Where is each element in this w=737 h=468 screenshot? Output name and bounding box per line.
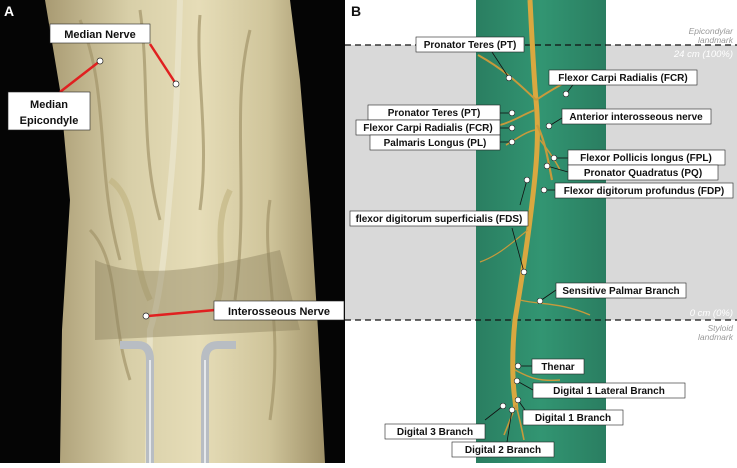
fdp-box: [554, 182, 734, 199]
scale-top-label: 24 cm (100%): [673, 49, 733, 60]
panel-b-map: B Epicondylar landmark 24 cm (100%) 0 cm…: [345, 0, 737, 463]
leader-lines: [484, 51, 576, 443]
epicondyle-label-line1: Median: [30, 99, 68, 111]
epicondylar-landmark-line1: Epicondylar: [689, 26, 735, 36]
spb-box: [555, 282, 687, 299]
epicondyle-label-line2: Epicondyle: [20, 115, 79, 127]
median-nerve-trunk: [510, 0, 540, 411]
fds-box: [349, 210, 529, 227]
thenar-label: Thenar: [541, 362, 574, 373]
pl-box: [369, 134, 501, 151]
panel-b-letter: B: [351, 3, 361, 19]
pt-label: Pronator Teres (PT): [388, 108, 481, 119]
median-nerve-label: Median Nerve: [64, 29, 136, 41]
epicondylar-landmark-line2: landmark: [698, 35, 734, 45]
styloid-landmark-line1: Styloid: [707, 323, 733, 333]
fcr-top-label: Flexor Carpi Radialis (FCR): [558, 73, 687, 84]
pt-top-label: Pronator Teres (PT): [424, 40, 517, 51]
fcr-top-box: [548, 69, 698, 86]
interosseous-label: Interosseous Nerve: [228, 306, 330, 318]
pq-label: Pronator Quadratus (PQ): [584, 168, 702, 179]
photo-nerve: [145, 0, 183, 464]
pl-label: Palmaris Longus (PL): [384, 138, 487, 149]
styloid-landmark-line2: landmark: [698, 332, 734, 342]
thenar-box: [531, 358, 585, 375]
retractor-right: [201, 341, 236, 463]
ain-label: Anterior interosseous nerve: [569, 112, 703, 123]
median-nerve-label-box: [49, 23, 151, 44]
d2-label: Digital 2 Branch: [465, 445, 541, 456]
interosseous-marker: [142, 312, 150, 320]
d1l-label: Digital 1 Lateral Branch: [553, 386, 665, 397]
pt-top-box: [415, 36, 525, 53]
branch-markers: [499, 74, 570, 414]
median-nerve-pointer-line: [148, 43, 178, 85]
fdp-label: Flexor digitorum profundus (FDP): [564, 186, 725, 197]
d3-box: [384, 423, 486, 440]
interosseous-label-box: [213, 300, 345, 321]
fpl-label: Flexor Pollicis longus (FPL): [580, 153, 712, 164]
d3-label: Digital 3 Branch: [397, 427, 473, 438]
spb-label: Sensitive Palmar Branch: [562, 286, 679, 297]
ain-box: [561, 108, 712, 125]
epicondyle-label-box: [7, 91, 91, 131]
scale-bottom-label: 0 cm (0%): [690, 308, 733, 319]
panel-a-letter: A: [4, 3, 14, 19]
interosseous-pointer-line: [147, 308, 216, 318]
pq-box: [567, 164, 719, 181]
d1l-box: [532, 382, 686, 399]
fds-label: flexor digitorum superficialis (FDS): [356, 214, 523, 225]
median-nerve-marker: [172, 80, 180, 88]
fcr-label: Flexor Carpi Radialis (FCR): [363, 123, 492, 134]
forearm-tissue: [45, 0, 325, 463]
epicondyle-pointer-line: [59, 60, 101, 93]
panel-a-photo: A Median Nerve Median Epicondyle Interos…: [0, 0, 345, 464]
epicondyle-marker: [96, 57, 104, 65]
d1-box: [522, 409, 624, 426]
d1-label: Digital 1 Branch: [535, 413, 611, 424]
retractor-left: [120, 341, 154, 463]
d2-box: [451, 441, 555, 458]
